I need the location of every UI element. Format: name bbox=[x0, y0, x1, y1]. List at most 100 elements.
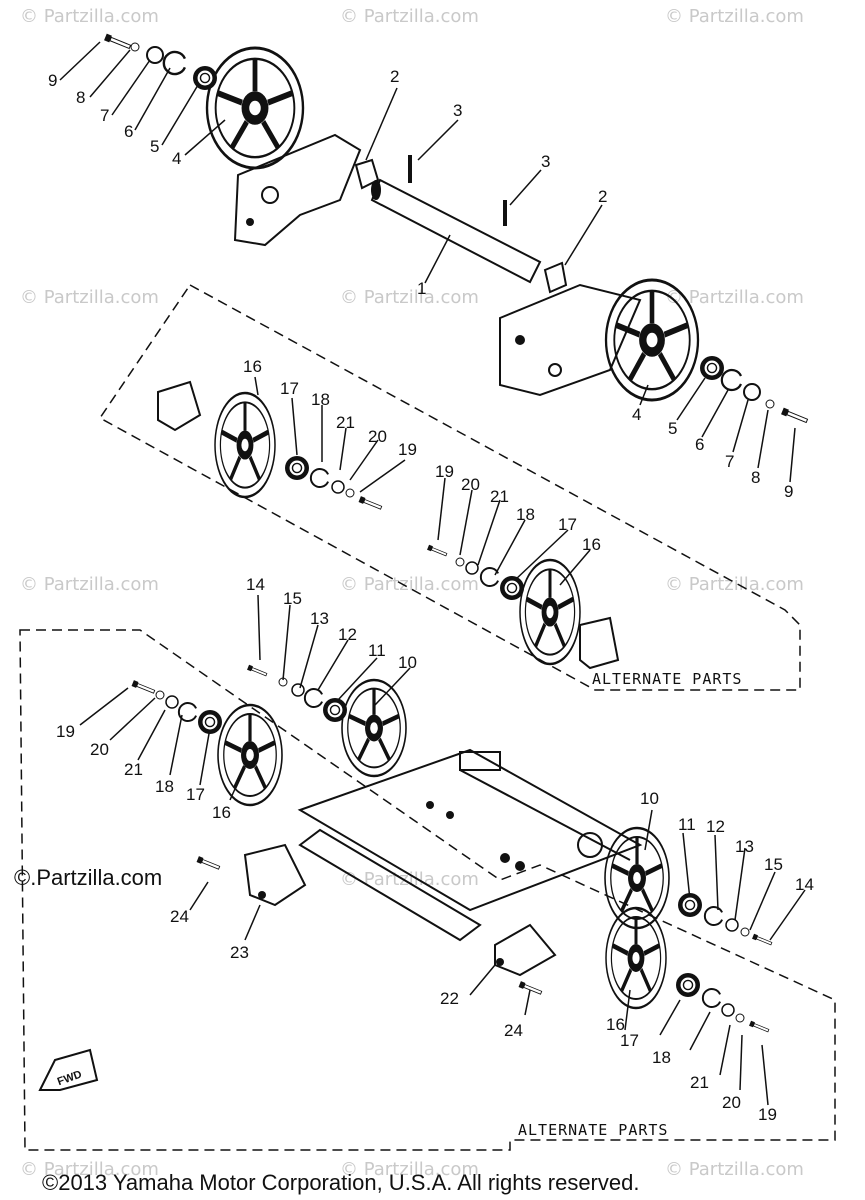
right-side-plate bbox=[499, 283, 642, 397]
callout-16: 16 bbox=[212, 803, 231, 822]
bearing-5-right bbox=[699, 355, 725, 381]
washer-20-alt bbox=[345, 488, 355, 498]
callout-24: 24 bbox=[504, 1021, 523, 1040]
watermark-text: © Partzilla.com bbox=[665, 287, 804, 308]
callout-7: 7 bbox=[725, 452, 734, 471]
watermark-text: © Partzilla.com bbox=[20, 287, 159, 308]
callout-21: 21 bbox=[690, 1073, 709, 1092]
callout-21: 21 bbox=[124, 760, 143, 779]
key-3-right bbox=[503, 200, 507, 226]
callout-7: 7 bbox=[100, 106, 109, 125]
washer-20-alt-b bbox=[455, 557, 465, 567]
washer-21-lower bbox=[165, 695, 179, 709]
washer-15-right bbox=[740, 927, 750, 937]
callout-10: 10 bbox=[398, 653, 417, 672]
bracket-22 bbox=[494, 923, 557, 977]
callout-9: 9 bbox=[784, 482, 793, 501]
copyright-notice: ©2013 Yamaha Motor Corporation, U.S.A. A… bbox=[42, 1170, 639, 1195]
watermark-text: © Partzilla.com bbox=[20, 6, 159, 27]
washer-8-right bbox=[765, 399, 775, 409]
washer-13-right bbox=[725, 918, 739, 932]
alternate-parts-label: ALTERNATE PARTS bbox=[518, 1121, 668, 1139]
circlip-12-right bbox=[703, 906, 724, 926]
callout-19: 19 bbox=[398, 440, 417, 459]
callout-14: 14 bbox=[246, 575, 265, 594]
callout-18: 18 bbox=[311, 390, 330, 409]
callout-9: 9 bbox=[48, 71, 57, 90]
callout-6: 6 bbox=[124, 122, 133, 141]
washer-20-lower-alt bbox=[735, 1013, 745, 1023]
circlip-6-left bbox=[162, 50, 187, 76]
washer-21-alt bbox=[331, 480, 345, 494]
circlip-18-alt-b bbox=[479, 567, 500, 587]
upper-wheel-left bbox=[207, 48, 303, 168]
callout-19: 19 bbox=[56, 722, 75, 741]
callout-13: 13 bbox=[310, 609, 329, 628]
circlip-12-left bbox=[303, 688, 324, 708]
bolt-19-lower bbox=[131, 679, 156, 696]
left-side-plate bbox=[233, 133, 362, 247]
callout-11: 11 bbox=[678, 815, 696, 834]
callout-4: 4 bbox=[172, 149, 181, 168]
bolt-24-right bbox=[518, 980, 543, 997]
alternate-parts-box-1: ALTERNATE PARTS bbox=[98, 284, 801, 691]
alt-wheel-16-right bbox=[520, 560, 580, 664]
circlip-6-right bbox=[720, 368, 743, 392]
leader-lines bbox=[59, 41, 806, 1106]
partzilla-logo: ©.Partzilla.com bbox=[14, 865, 162, 890]
slide-frame bbox=[297, 748, 643, 912]
watermark-text: © Partzilla.com bbox=[20, 574, 159, 595]
fwd-arrow: FWD bbox=[38, 1048, 99, 1091]
bracket-23 bbox=[243, 843, 307, 907]
wheel-16-lower-alt bbox=[606, 908, 666, 1008]
watermark-text: © Partzilla.com bbox=[340, 869, 479, 890]
callout-18: 18 bbox=[652, 1048, 671, 1067]
washer-8-left bbox=[130, 42, 140, 52]
collar-2-left bbox=[354, 158, 380, 190]
callout-18: 18 bbox=[516, 505, 535, 524]
callout-18: 18 bbox=[155, 777, 174, 796]
callout-12: 12 bbox=[706, 817, 725, 836]
collar-2-right bbox=[543, 261, 568, 294]
callout-20: 20 bbox=[368, 427, 387, 446]
bolt-19-lower-alt bbox=[748, 1020, 770, 1034]
callout-12: 12 bbox=[338, 625, 357, 644]
callout-15: 15 bbox=[764, 855, 783, 874]
callout-1: 1 bbox=[417, 279, 426, 298]
lower-frame-assembly: ALTERNATE PARTS bbox=[19, 629, 836, 1151]
callout-6: 6 bbox=[695, 435, 704, 454]
washer-21-lower-alt bbox=[721, 1003, 735, 1017]
callout-15: 15 bbox=[283, 589, 302, 608]
callout-14: 14 bbox=[795, 875, 814, 894]
wheel-10-right bbox=[605, 828, 669, 928]
bearing-17-lower-alt bbox=[675, 972, 701, 998]
callout-16: 16 bbox=[606, 1015, 625, 1034]
callout-11: 11 bbox=[368, 641, 386, 660]
watermarks: © Partzilla.com © Partzilla.com © Partzi… bbox=[20, 6, 804, 1180]
bolt-24-left bbox=[196, 855, 221, 872]
callout-21: 21 bbox=[336, 413, 355, 432]
callout-4: 4 bbox=[632, 405, 641, 424]
bolt-9-right bbox=[780, 407, 809, 425]
wheel-16-lower bbox=[218, 705, 282, 805]
callout-16: 16 bbox=[243, 357, 262, 376]
watermark-text: © Partzilla.com bbox=[665, 6, 804, 27]
callout-2: 2 bbox=[390, 67, 399, 86]
callout-10: 10 bbox=[640, 789, 659, 808]
watermark-text: © Partzilla.com bbox=[340, 6, 479, 27]
callout-23: 23 bbox=[230, 943, 249, 962]
callout-17: 17 bbox=[620, 1031, 639, 1050]
key-3-left bbox=[408, 155, 412, 183]
watermark-text: © Partzilla.com bbox=[20, 1159, 159, 1180]
circlip-18-lower-alt bbox=[701, 988, 722, 1008]
callout-8: 8 bbox=[751, 468, 760, 487]
axle-shaft-1 bbox=[370, 178, 542, 284]
callout-13: 13 bbox=[735, 837, 754, 856]
callout-17: 17 bbox=[280, 379, 299, 398]
callout-19: 19 bbox=[758, 1105, 777, 1124]
callout-17: 17 bbox=[558, 515, 577, 534]
bolt-14-left bbox=[246, 664, 268, 678]
bearing-17-lower bbox=[197, 709, 223, 735]
callout-3: 3 bbox=[541, 152, 550, 171]
